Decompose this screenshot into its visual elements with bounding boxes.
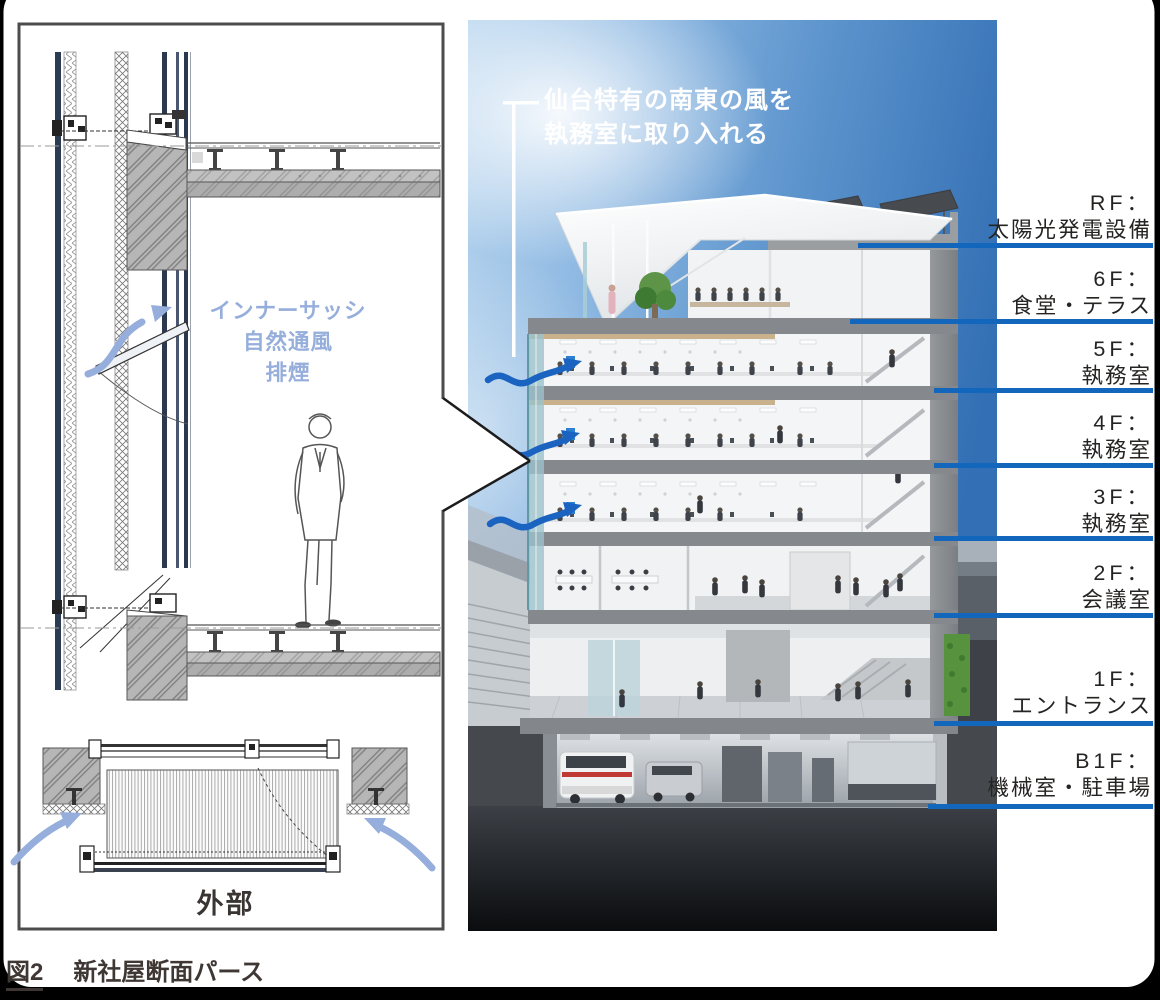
glass-facade [528,334,544,610]
intake-arrow-right [364,818,436,872]
floor-label-rf: RF：太陽光発電設備 [987,191,1152,242]
floor-label-b1f: B1F：機械室・駐車場 [987,749,1152,800]
figure-caption-title: 新社屋断面パース [73,959,265,986]
figure-caption-number: 図2 [6,952,44,991]
wind-callout: 仙台特有の南東の風を 執務室に取り入れる [544,84,884,152]
plan-detail [10,739,436,873]
callout-wedge [442,396,531,513]
office-4f [548,425,878,448]
sash-detail-drawing [10,22,445,931]
floor-label-5f: 5F：執務室 [1081,337,1152,388]
terrace-6f [583,242,790,318]
floor-label-2f: 2F：会議室 [1081,561,1152,612]
figure-caption: 図2 新社屋断面パース [6,952,264,991]
office-5f [548,356,878,376]
callout-bracket [503,101,539,357]
wind-arrows [484,362,572,531]
top-transom-detail [52,110,186,141]
floor-label-1f: 1F：エントランス [1011,667,1152,718]
open-sash [95,321,190,425]
bottom-transom-detail [52,574,187,653]
floor-label-4f: 4F：執務室 [1081,411,1152,462]
ventilation-arrow [84,305,172,378]
intake-arrow-left [10,812,82,866]
office-3f [548,495,878,522]
floor-label-6f: 6F：食堂・テラス [1011,267,1152,318]
inner-sash-label: インナーサッシ 自然通風 排煙 [209,299,367,385]
wind-callout-line1: 仙台特有の南東の風を [544,87,794,114]
exterior-label: 外部 [196,889,255,919]
human-figure [294,413,345,629]
wind-callout-line2: 執務室に取り入れる [544,121,769,148]
floor-label-3f: 3F：執務室 [1081,485,1152,536]
